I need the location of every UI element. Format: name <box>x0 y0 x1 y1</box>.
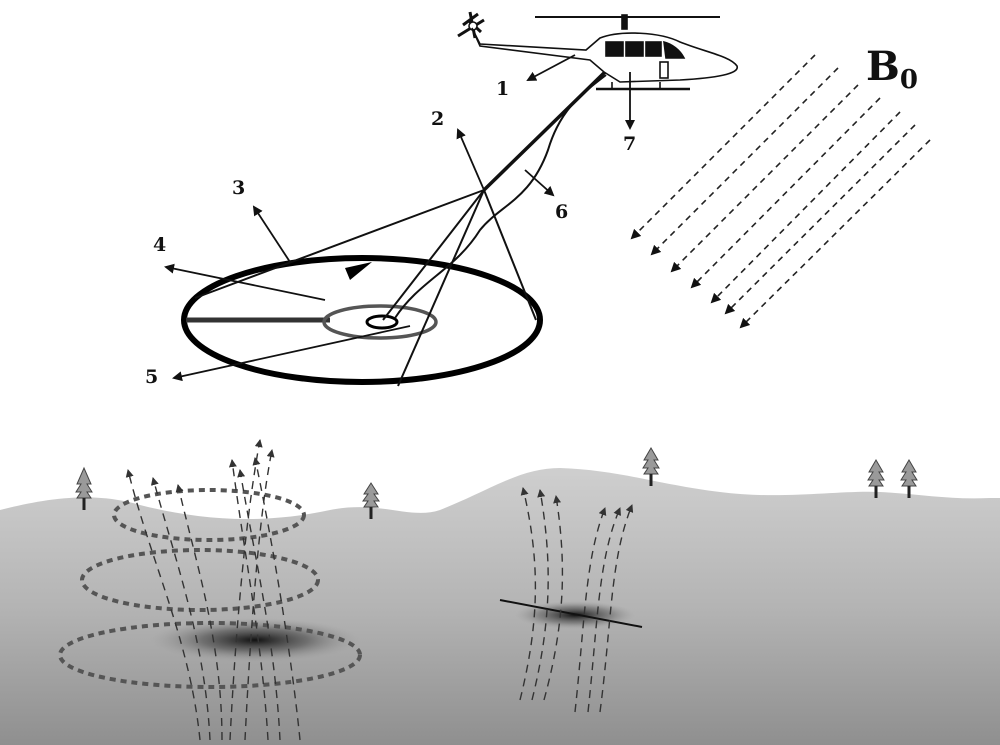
secondary-field-lines-left <box>125 439 301 741</box>
callout-7: 7 <box>623 133 636 155</box>
tree-icon <box>75 466 93 510</box>
tree-icon <box>642 447 660 486</box>
secondary-field-lines-right <box>519 487 634 713</box>
signal-cable <box>394 74 607 319</box>
callout-arrows <box>164 54 635 382</box>
callout-3: 3 <box>232 177 245 199</box>
receiver-coil-inner <box>365 314 399 330</box>
conductor-plate-right <box>499 599 643 628</box>
helicopter <box>457 11 738 91</box>
callout-6: 6 <box>555 201 568 223</box>
primary-field-lines <box>630 54 931 329</box>
tree-icon <box>900 459 918 498</box>
callout-5: 5 <box>145 366 158 388</box>
receiver-coil-outer <box>322 304 438 340</box>
field-label-b0: B0 <box>866 43 918 95</box>
transmitter-loop <box>181 255 543 385</box>
ground-section <box>0 468 1000 745</box>
tree-icon <box>362 482 380 519</box>
callout-4: 4 <box>153 234 166 256</box>
callout-1: 1 <box>496 78 509 100</box>
callout-2: 2 <box>431 108 444 130</box>
suspension-ropes <box>194 189 537 387</box>
tree-icon <box>867 459 885 498</box>
